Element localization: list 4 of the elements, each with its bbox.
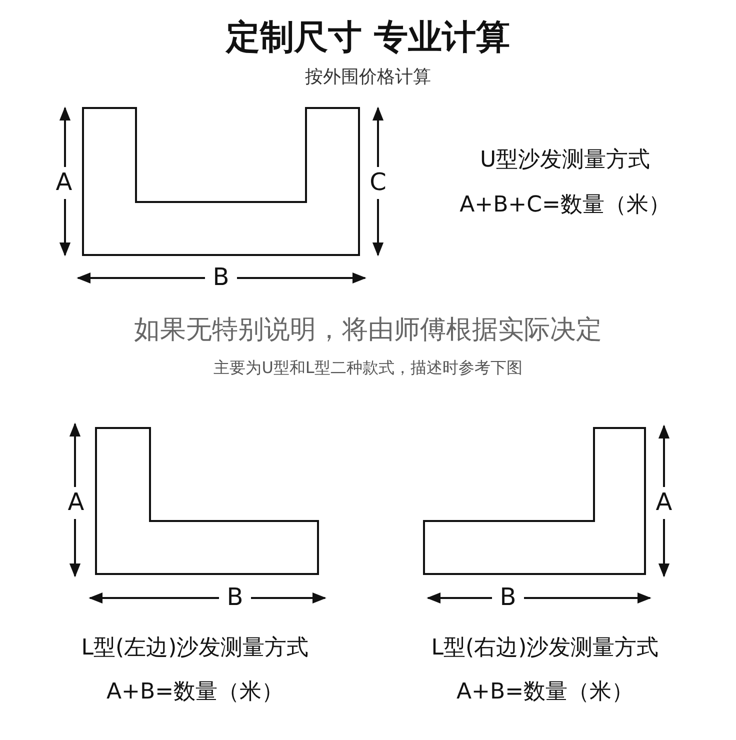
caption-text: L型(右边)沙发测量方式 [431, 635, 659, 661]
note-text: 主要为U型和L型二种款式，描述时参考下图 [214, 358, 522, 378]
caption-text: U型沙发测量方式 [480, 147, 650, 173]
caption-text: L型(左边)沙发测量方式 [81, 635, 309, 661]
